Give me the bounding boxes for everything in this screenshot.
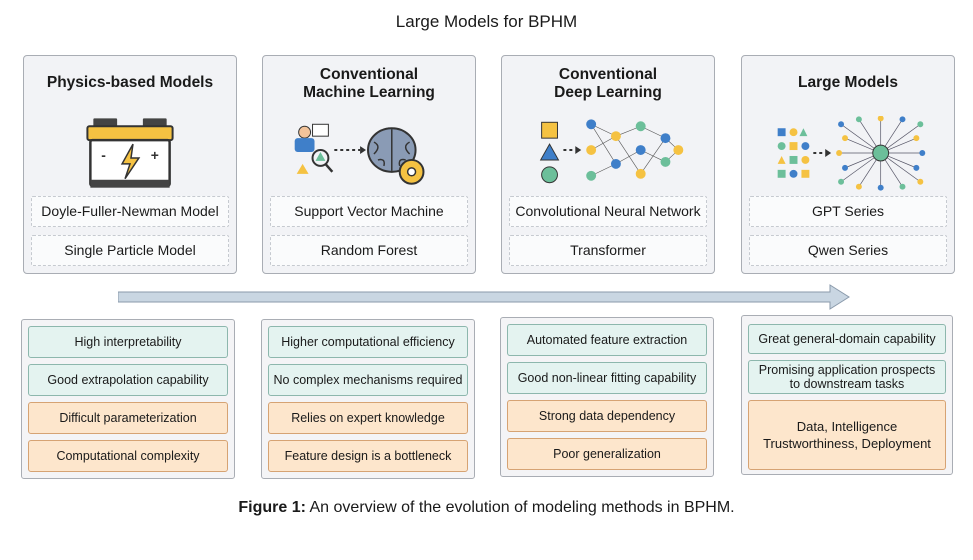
con-item: Computational complexity	[28, 440, 228, 472]
model-item: GPT Series	[749, 196, 947, 227]
panel-large-models: Large Models GPT Series Qwen Series	[741, 55, 955, 274]
pro-item: Great general-domain capability	[748, 324, 946, 354]
large-network-icon	[777, 116, 926, 191]
pro-item: Promising application prospects to downs…	[748, 360, 946, 394]
traits-group-large: Great general-domain capability Promisin…	[741, 315, 953, 475]
con-item: Relies on expert knowledge	[268, 402, 468, 434]
pro-item: No complex mechanisms required	[268, 364, 468, 396]
traits-group-ml: Higher computational efficiency No compl…	[261, 319, 475, 479]
pro-item: Good non-linear fitting capability	[507, 362, 707, 394]
panel-title: Large Models	[798, 74, 898, 91]
panel-physics-based: Physics-based Models - + Doyle-Fuller-Ne…	[23, 55, 237, 274]
con-item: Difficult parameterization	[28, 402, 228, 434]
pro-item: Higher computational efficiency	[268, 326, 468, 358]
caption-text: An overview of the evolution of modeling…	[309, 499, 735, 516]
con-item: Poor generalization	[507, 438, 707, 470]
figure-caption: Figure 1: An overview of the evolution o…	[0, 499, 973, 517]
model-item: Convolutional Neural Network	[509, 196, 707, 227]
pro-item: High interpretability	[28, 326, 228, 358]
svg-text:+: +	[151, 147, 159, 163]
traits-group-physics: High interpretability Good extrapolation…	[21, 319, 235, 479]
model-item: Support Vector Machine	[270, 196, 468, 227]
diagram-title: Large Models for BPHM	[395, 12, 578, 31]
con-item: Data, Intelligence Trustworthiness, Depl…	[748, 400, 946, 470]
model-item: Transformer	[509, 235, 707, 266]
panel-conventional-dl: Conventional Deep Learning Convolutional…	[501, 55, 715, 274]
battery-icon: - +	[86, 118, 174, 188]
model-item: Single Particle Model	[31, 235, 229, 266]
pro-item: Good extrapolation capability	[28, 364, 228, 396]
panel-conventional-ml: Conventional Machine Learning Support Ve…	[262, 55, 476, 274]
traits-group-dl: Automated feature extraction Good non-li…	[500, 317, 714, 477]
con-item: Strong data dependency	[507, 400, 707, 432]
model-item: Doyle-Fuller-Newman Model	[31, 196, 229, 227]
con-item: Feature design is a bottleneck	[268, 440, 468, 472]
brain-gear-icon	[294, 123, 425, 185]
panel-title: Physics-based Models	[46, 74, 214, 91]
timeline-arrow	[118, 284, 850, 310]
model-item: Qwen Series	[749, 235, 947, 266]
model-item: Random Forest	[270, 235, 468, 266]
svg-text:-: -	[101, 147, 106, 163]
neural-network-icon	[539, 119, 684, 184]
panel-title: Conventional Machine Learning	[303, 66, 435, 101]
panel-title: Conventional Deep Learning	[554, 66, 662, 101]
pro-item: Automated feature extraction	[507, 324, 707, 356]
caption-label: Figure 1:	[238, 499, 306, 516]
